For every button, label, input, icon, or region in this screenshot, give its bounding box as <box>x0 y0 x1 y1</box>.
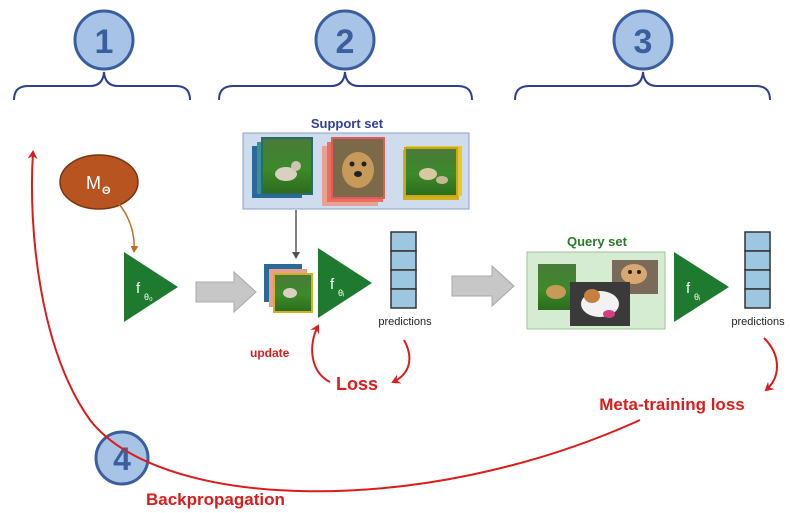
meta-learner-label: M <box>86 173 101 193</box>
meta-loss-arrow <box>763 337 778 392</box>
predictions-vector-2 <box>744 231 771 309</box>
meta-learner-to-network-arrow <box>118 203 139 253</box>
backpropagation-arrow <box>27 150 641 493</box>
query-image-1 <box>538 264 576 310</box>
step-4-number: 4 <box>113 441 131 477</box>
network-initial-subscript: θ₀ <box>144 292 153 302</box>
support-image-2 <box>322 137 385 206</box>
network-query-subscript: θᵢ <box>694 292 700 302</box>
query-set-panel: Query set <box>526 234 666 330</box>
brace-step-1 <box>13 71 191 101</box>
loss-arrow <box>391 339 411 384</box>
flow-arrow-2 <box>451 264 515 308</box>
meta-learner-subscript: Θ <box>102 185 111 197</box>
support-set-title: Support set <box>311 116 384 131</box>
step-3-badge: 3 <box>612 9 674 71</box>
support-image-1 <box>252 137 313 198</box>
flow-arrow-1 <box>195 270 257 314</box>
step-3-number: 3 <box>634 23 653 61</box>
network-adapted-label: f <box>330 276 335 293</box>
brace-step-3 <box>514 71 771 101</box>
network-initial: f θ₀ <box>124 252 178 322</box>
support-set-panel: Support set <box>242 116 470 210</box>
network-initial-label: f <box>136 280 141 297</box>
update-arrow <box>310 324 331 383</box>
backpropagation-label: Backpropagation <box>146 490 285 509</box>
network-query: f θᵢ <box>674 252 729 322</box>
step-1-badge: 1 <box>73 9 135 71</box>
meta-learner-node: M Θ <box>59 154 139 210</box>
predictions-label-2: predictions <box>731 316 785 328</box>
predictions-vector-1 <box>390 231 417 309</box>
query-set-title: Query set <box>567 234 628 249</box>
step-2-badge: 2 <box>314 9 376 71</box>
update-label: update <box>250 346 290 360</box>
network-query-label: f <box>686 280 691 297</box>
brace-step-2 <box>218 71 473 101</box>
step-4-badge: 4 <box>94 430 150 486</box>
network-adapted: f θᵢ <box>318 248 372 318</box>
query-image-2 <box>570 282 630 326</box>
step-2-number: 2 <box>336 23 355 61</box>
meta-training-loss-label: Meta-training loss <box>599 395 744 414</box>
support-image-3 <box>403 146 462 200</box>
step-1-number: 1 <box>95 23 114 61</box>
predictions-label-1: predictions <box>378 316 432 328</box>
training-batch-images <box>264 264 313 313</box>
loss-label: Loss <box>336 374 378 394</box>
network-adapted-subscript: θᵢ <box>338 288 344 298</box>
